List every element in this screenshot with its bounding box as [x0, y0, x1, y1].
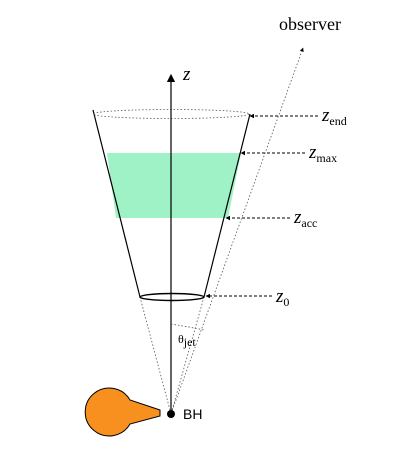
jet-cone-left-edge [92, 109, 141, 298]
observer-label: observer [279, 14, 341, 34]
z-0-label: z0 [275, 286, 289, 309]
jet-cone-right-edge [203, 113, 251, 298]
jet-cone-left-extension [139, 296, 172, 415]
black-hole-dot [167, 410, 175, 418]
z-max-label: zmax [308, 142, 337, 165]
acceleration-region [107, 153, 241, 218]
jet-base-ellipse [139, 292, 205, 302]
black-hole-label: BH [183, 406, 202, 422]
companion-star [84, 387, 161, 437]
observer-line-of-sight [170, 47, 304, 415]
jet-cone-right-extension [170, 296, 205, 415]
theta-jet-arc [170, 323, 205, 331]
z-end-label: zend [321, 105, 347, 128]
theta-jet-label: θjet [178, 332, 196, 349]
z-acc-label: zacc [293, 207, 317, 230]
z-axis-label: z [182, 64, 191, 85]
